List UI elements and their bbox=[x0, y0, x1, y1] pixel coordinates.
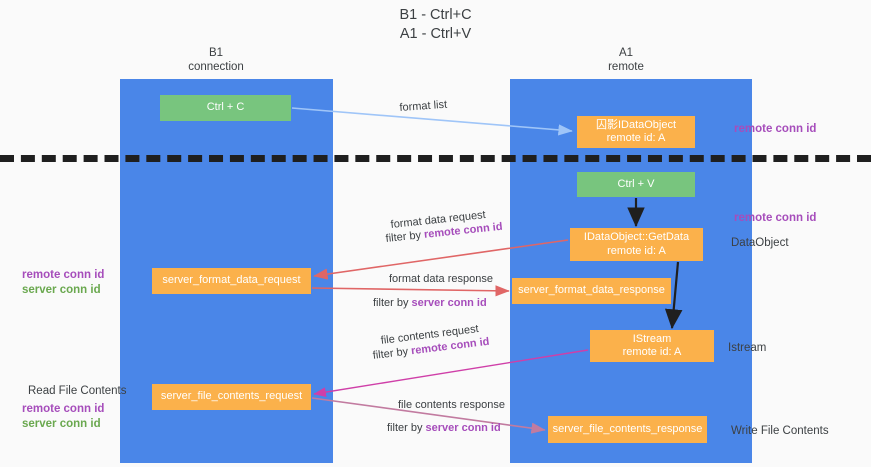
edge-label-format-data-response: format data response bbox=[389, 273, 493, 285]
label-remote-conn-id-mid: remote conn id bbox=[734, 212, 817, 224]
section-divider bbox=[0, 155, 871, 162]
node-server-format-data-response-label: server_format_data_response bbox=[518, 284, 665, 297]
node-ctrl-v-label: Ctrl + V bbox=[617, 177, 655, 190]
node-idataobject-line2: remote id: A bbox=[606, 132, 666, 144]
filter-prefix: filter by bbox=[387, 422, 426, 434]
filter-prefix: filter by bbox=[372, 345, 412, 362]
node-getdata-line2: remote id: A bbox=[607, 244, 666, 257]
page-title: B1 - Ctrl+C A1 - Ctrl+V bbox=[399, 7, 472, 42]
node-istream-line2: remote id: A bbox=[622, 346, 682, 358]
node-istream[interactable]: IStream remote id: A bbox=[590, 330, 714, 362]
node-idataobject[interactable]: 囚影IDataObject remote id: A bbox=[577, 116, 695, 148]
node-idataobject-getdata[interactable]: IDataObject::GetData remote id: A bbox=[570, 228, 703, 261]
label-dataobject: DataObject bbox=[731, 237, 789, 249]
filter-value-server-conn-id: server conn id bbox=[411, 297, 487, 309]
column-header-a1: A1 remote bbox=[608, 47, 644, 73]
node-server-file-contents-response-label: server_file_contents_response bbox=[552, 422, 703, 435]
filter-prefix: filter by bbox=[373, 297, 412, 309]
node-server-format-data-response[interactable]: server_format_data_response bbox=[512, 278, 671, 304]
node-server-file-contents-request-label: server_file_contents_request bbox=[160, 390, 303, 403]
node-server-format-data-request[interactable]: server_format_data_request bbox=[152, 268, 311, 294]
node-istream-line1: IStream bbox=[632, 332, 672, 345]
label-remote-conn-id-top: remote conn id bbox=[734, 123, 817, 135]
label-left-conn-ids-bottom: remote conn id server conn id bbox=[22, 402, 118, 432]
edge-label-format-list: format list bbox=[399, 98, 448, 114]
node-ctrl-c[interactable]: Ctrl + C bbox=[160, 95, 291, 121]
node-idataobject-line1: 囚影IDataObject bbox=[595, 118, 677, 131]
node-server-file-contents-response[interactable]: server_file_contents_response bbox=[548, 416, 707, 443]
label-left-conn-ids-top: remote conn id server conn id bbox=[22, 268, 118, 298]
edge-label-format-data-response-filter: filter by server conn id bbox=[373, 296, 487, 310]
node-getdata-line1: IDataObject::GetData bbox=[583, 231, 690, 243]
label-remote-conn-id-left-2: remote conn id bbox=[22, 403, 105, 415]
arrow-format-data-response bbox=[311, 285, 510, 297]
node-server-format-data-request-label: server_format_data_request bbox=[162, 274, 301, 287]
filter-prefix: filter by bbox=[385, 228, 425, 245]
label-istream: Istream bbox=[728, 342, 767, 354]
label-remote-conn-id-left-1: remote conn id bbox=[22, 269, 105, 281]
node-server-file-contents-request[interactable]: server_file_contents_request bbox=[152, 384, 311, 410]
label-server-conn-id-left-2: server conn id bbox=[22, 418, 101, 430]
node-ctrl-v[interactable]: Ctrl + V bbox=[577, 172, 695, 197]
edge-label-file-contents-response: file contents response bbox=[398, 399, 506, 411]
filter-value-server-conn-id: server conn id bbox=[425, 422, 501, 434]
column-header-b1: B1 connection bbox=[188, 47, 244, 73]
label-server-conn-id-left-1: server conn id bbox=[22, 284, 101, 296]
node-ctrl-c-label: Ctrl + C bbox=[206, 101, 245, 114]
label-write-file-contents: Write File Contents bbox=[731, 425, 829, 437]
label-read-file-contents: Read File Contents bbox=[28, 385, 127, 397]
edge-label-file-contents-response-filter: filter by server conn id bbox=[387, 421, 501, 435]
